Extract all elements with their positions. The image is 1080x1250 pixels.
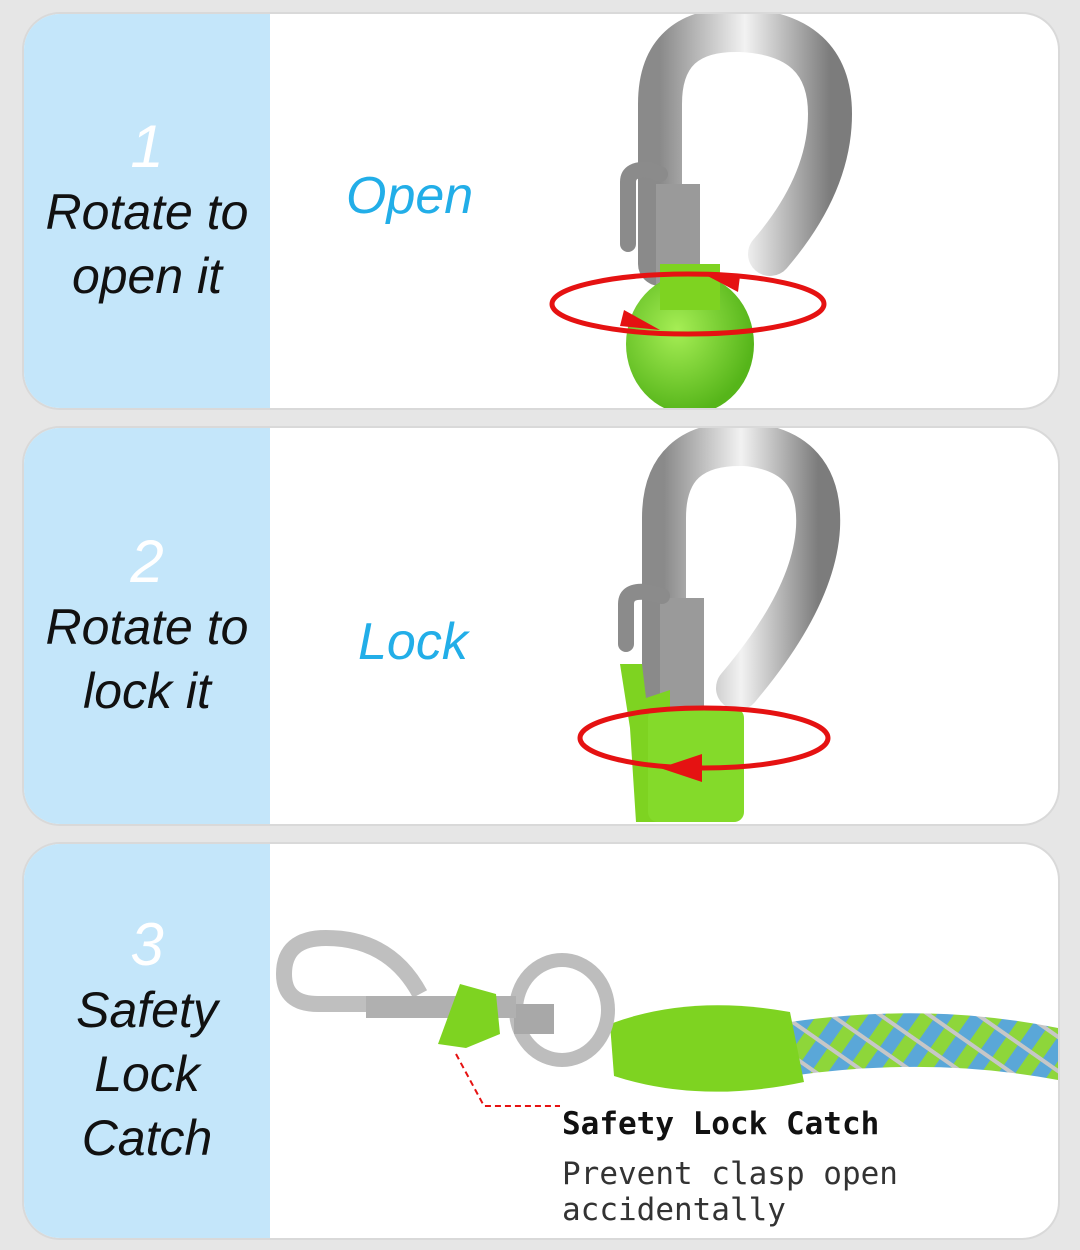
step-3-sidebar: 3 Safety Lock Catch <box>24 844 270 1238</box>
step-1-sidebar: 1 Rotate to open it <box>24 14 270 408</box>
callout-subtitle: Prevent clasp open accidentally <box>562 1156 898 1228</box>
hook-icon <box>642 428 841 730</box>
step-3-text: Safety Lock Catch <box>76 982 218 1166</box>
rope-icon <box>790 1013 1058 1080</box>
open-clasp-illustration <box>549 14 853 408</box>
step-3-panel: 3 Safety Lock Catch Safety Lock Catch Pr… <box>24 844 1058 1238</box>
step-1-number: 1 <box>130 113 164 180</box>
locked-clasp-illustration <box>577 428 841 822</box>
step-2-sidebar: 2 Rotate to lock it <box>24 428 270 824</box>
leash-illustration <box>275 929 1058 1107</box>
step-2-text: Rotate to lock it <box>45 599 249 719</box>
lock-label: Lock <box>358 613 468 671</box>
open-label: Open <box>346 167 474 225</box>
step-1-text: Rotate to open it <box>45 184 249 304</box>
snap-hook-icon <box>275 929 428 1012</box>
callout-title: Safety Lock Catch <box>562 1106 880 1142</box>
webbing-icon <box>610 1005 804 1092</box>
step-3-number: 3 <box>130 911 164 978</box>
hook-icon <box>638 14 853 286</box>
step-1-panel: 1 Rotate to open it Open <box>24 14 1058 408</box>
lock-catch-icon <box>438 984 500 1048</box>
step-2-number: 2 <box>130 528 164 595</box>
step-2-panel: 2 Rotate to lock it Lock <box>24 428 1058 824</box>
